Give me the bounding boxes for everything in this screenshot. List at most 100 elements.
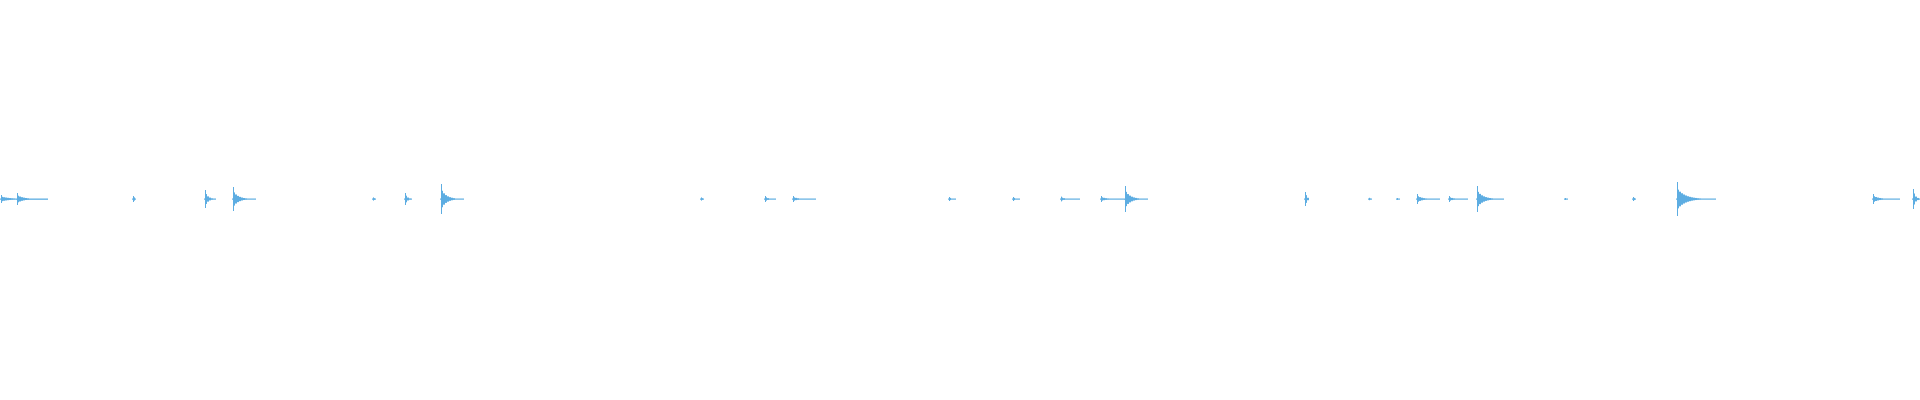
waveform-sample — [1875, 197, 1877, 201]
waveform-sample — [1483, 196, 1485, 202]
waveform-sample — [1423, 198, 1425, 200]
waveform-sample — [1369, 198, 1371, 200]
waveform-sample — [1129, 195, 1131, 203]
waveform-sample — [793, 197, 795, 201]
waveform-sample — [1633, 197, 1635, 201]
waveform-event — [1564, 198, 1568, 200]
waveform-event — [372, 197, 376, 201]
waveform-sample — [1487, 197, 1489, 201]
waveform-event — [1632, 197, 1636, 201]
waveform-tail — [1012, 198, 1020, 200]
waveform-sample — [19, 196, 21, 202]
waveform-sample — [241, 197, 243, 201]
waveform-sample — [209, 197, 211, 201]
waveform-sample — [7, 197, 9, 201]
waveform-sample — [3, 197, 5, 201]
waveform-event — [404, 193, 412, 205]
waveform-event — [1912, 189, 1920, 209]
waveform-sample — [767, 198, 769, 200]
waveform-sample — [1687, 196, 1689, 202]
waveform-sample — [9, 198, 11, 200]
waveform-tail — [1448, 198, 1468, 200]
waveform-sample — [207, 196, 209, 202]
waveform-sample — [1417, 196, 1419, 202]
waveform-sample — [1453, 198, 1455, 200]
waveform-sample — [1419, 197, 1421, 201]
waveform-sample — [1915, 196, 1917, 202]
waveform-sample — [443, 193, 445, 205]
waveform-sample — [1127, 194, 1129, 204]
waveform-sample — [1305, 195, 1307, 203]
waveform-sample — [1307, 197, 1309, 201]
waveform-sample — [1135, 197, 1137, 201]
waveform-sample — [949, 197, 951, 201]
waveform-sample — [449, 197, 451, 201]
waveform-event — [1012, 197, 1020, 201]
waveform-sample — [1449, 197, 1451, 201]
waveform-event — [1124, 186, 1148, 212]
waveform-event — [792, 196, 816, 202]
waveform-event — [132, 196, 136, 202]
waveform-sample — [1063, 198, 1065, 200]
waveform-sample — [1451, 197, 1453, 201]
waveform-sample — [407, 197, 409, 201]
waveform-event — [16, 193, 48, 205]
waveform-sample — [211, 198, 213, 200]
waveform-event — [948, 197, 956, 201]
waveform-sample — [25, 197, 27, 201]
waveform-sample — [1421, 197, 1423, 201]
waveform-sample — [245, 198, 247, 200]
waveform-sample — [1879, 197, 1881, 201]
waveform-sample — [21, 197, 23, 201]
waveform-sample — [1913, 193, 1915, 205]
waveform-event — [1060, 196, 1080, 202]
waveform-sample — [1685, 195, 1687, 203]
waveform-sample — [405, 195, 407, 203]
waveform-sample — [765, 197, 767, 201]
waveform-sample — [701, 198, 703, 200]
waveform-sample — [409, 198, 411, 200]
waveform-peak — [1397, 198, 1398, 200]
waveform-tail — [948, 198, 956, 200]
waveform-event — [1368, 197, 1372, 201]
waveform-sample — [447, 196, 449, 202]
waveform-sample — [1479, 193, 1481, 205]
waveform-sample — [237, 195, 239, 203]
waveform-event — [764, 196, 776, 202]
waveform-tail — [16, 198, 48, 200]
waveform-tail — [764, 198, 776, 200]
waveform-sample — [205, 194, 207, 204]
waveform-event — [1100, 196, 1128, 202]
waveform-sample — [11, 198, 13, 200]
waveform-event — [1396, 198, 1400, 200]
waveform-sample — [1133, 197, 1135, 201]
waveform-sample — [1699, 198, 1701, 200]
waveform-sample — [1489, 198, 1491, 200]
waveform-sample — [1477, 191, 1479, 207]
waveform-sample — [795, 197, 797, 201]
waveform-sample — [1689, 196, 1691, 202]
waveform-sample — [17, 195, 19, 203]
waveform-sample — [5, 197, 7, 201]
waveform-sample — [1061, 197, 1063, 201]
waveform-tail — [1416, 198, 1440, 200]
waveform-event — [1476, 186, 1504, 212]
waveform-event — [1676, 182, 1716, 216]
waveform-sample — [1101, 197, 1103, 201]
waveform-sample — [373, 198, 375, 200]
waveform-sample — [1137, 198, 1139, 200]
waveform-sample — [441, 190, 443, 208]
waveform-sample — [1125, 191, 1127, 207]
waveform-sample — [1105, 198, 1107, 200]
waveform-peak — [1565, 198, 1566, 200]
waveform-sample — [235, 194, 237, 204]
waveform-sample — [1877, 197, 1879, 201]
waveform-sample — [133, 197, 135, 201]
waveform-sample — [445, 195, 447, 203]
waveform-sample — [1, 196, 3, 202]
waveform-sample — [1691, 197, 1693, 201]
waveform-sample — [451, 197, 453, 201]
waveform-event — [1448, 196, 1468, 202]
waveform-sample — [1697, 198, 1699, 200]
